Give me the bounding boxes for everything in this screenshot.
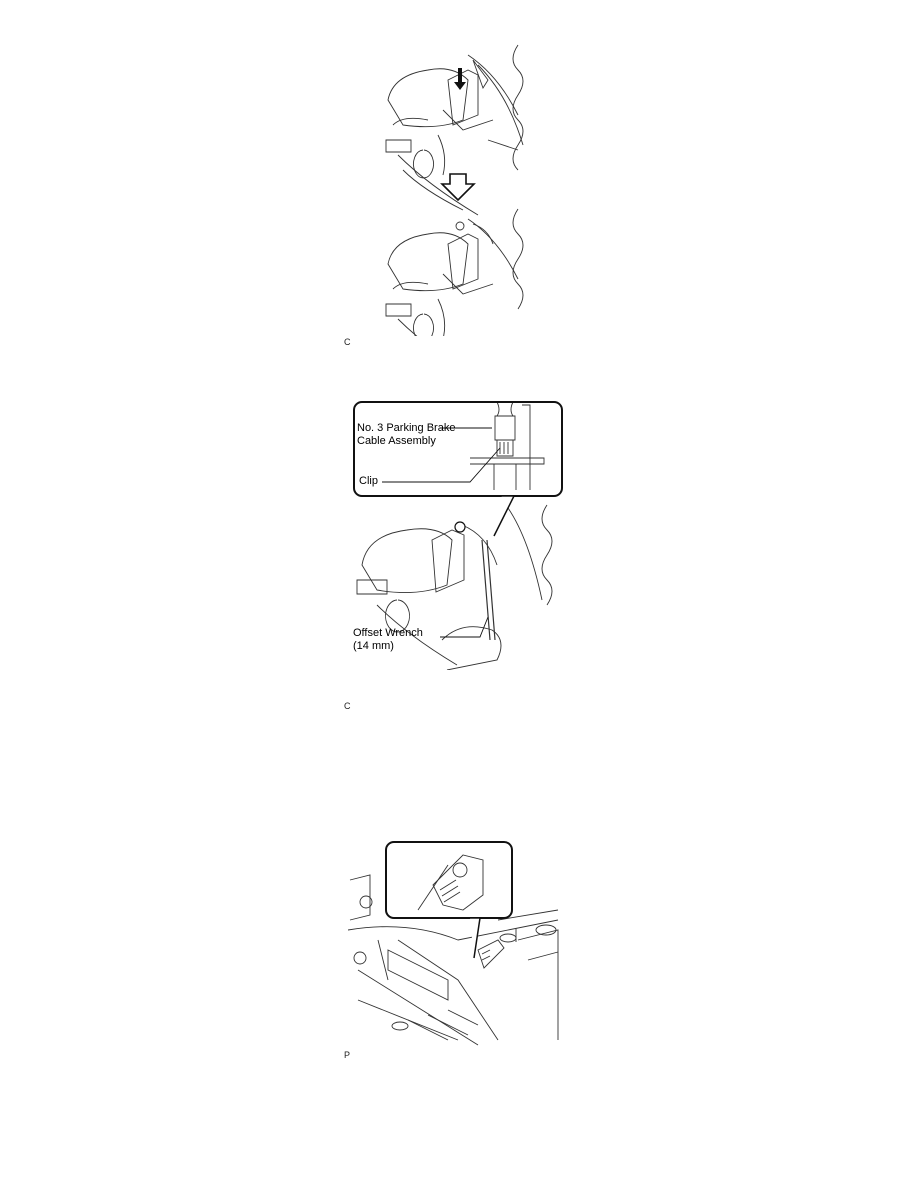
parking-brake-cable-drawing (353, 401, 563, 670)
callout-clip: Clip (359, 475, 378, 487)
figure-1-code: C (344, 337, 351, 347)
figure-1-illustration (378, 40, 538, 336)
figure-3-illustration (348, 840, 566, 1046)
callout-cable-assembly-line2: Cable Assembly (357, 435, 436, 447)
callout-offset-wrench-line1: Offset Wrench (353, 627, 423, 639)
figure-2-illustration (352, 400, 564, 670)
callout-offset-wrench-line2: (14 mm) (353, 640, 394, 652)
callout-cable-assembly-line1: No. 3 Parking Brake (357, 422, 456, 434)
underbody-clamp-drawing (348, 841, 559, 1046)
caliper-before-after-drawing (385, 44, 524, 336)
figure-2-code: C (344, 701, 351, 711)
figure-3-code: P (344, 1050, 351, 1060)
